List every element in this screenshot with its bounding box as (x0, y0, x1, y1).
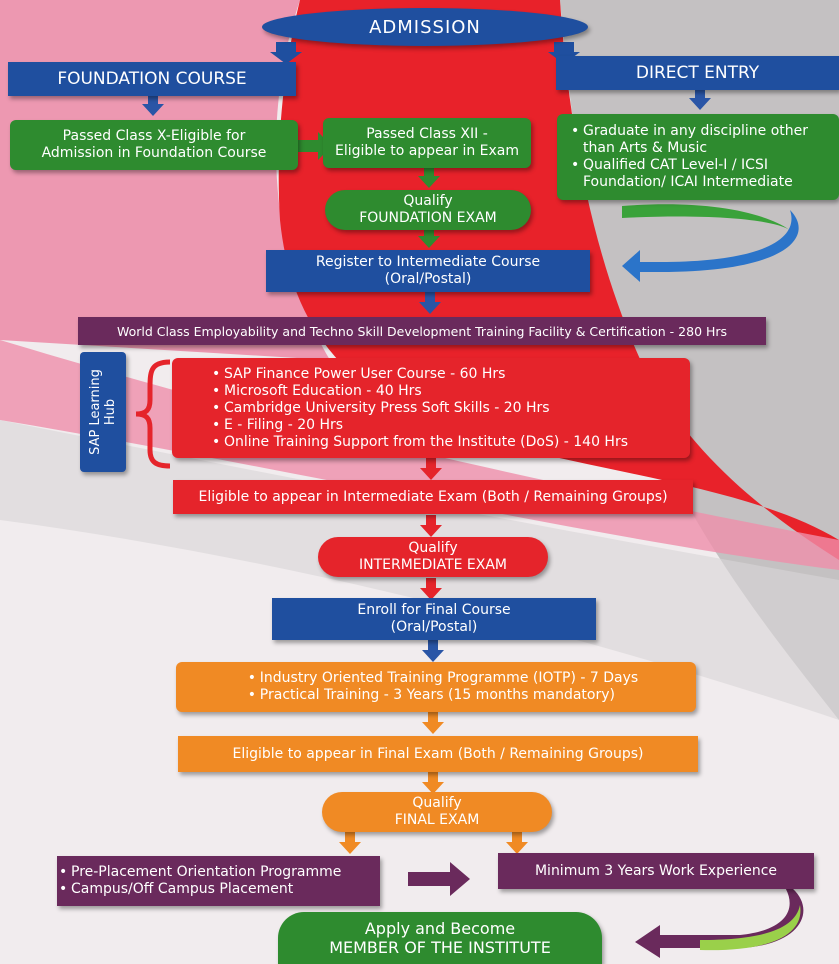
direct-entry-criteria-box: Graduate in any discipline other than Ar… (557, 114, 839, 200)
register-intermediate-box: Register to Intermediate Course (Oral/Po… (266, 250, 590, 292)
foundation-course-label: FOUNDATION COURSE (57, 68, 247, 89)
eligible-intermediate-box: Eligible to appear in Intermediate Exam … (173, 480, 693, 514)
qualify-foundation-line2: FOUNDATION EXAM (359, 210, 497, 226)
sap-learning-hub-box: SAP Learning Hub (80, 352, 126, 472)
admission-header: ADMISSION (262, 8, 588, 46)
connector-arrows (142, 90, 711, 662)
training-course-item: E - Filing - 20 Hrs (212, 417, 628, 434)
enroll-final-line2: (Oral/Postal) (390, 619, 478, 635)
training-courses-list: SAP Finance Power User Course - 60 Hrs M… (198, 366, 628, 451)
min-experience-box: Minimum 3 Years Work Experience (498, 853, 814, 889)
qualify-intermediate-box: Qualify INTERMEDIATE EXAM (318, 537, 548, 577)
enroll-final-box: Enroll for Final Course (Oral/Postal) (272, 598, 596, 640)
placement-item: Campus/Off Campus Placement (59, 881, 341, 898)
admission-label: ADMISSION (369, 16, 481, 38)
direct-entry-criteria-list: Graduate in any discipline other than Ar… (557, 123, 839, 191)
direct-entry-box: DIRECT ENTRY (556, 56, 839, 90)
final-training-item: Industry Oriented Training Programme (IO… (248, 670, 638, 687)
min-experience-label: Minimum 3 Years Work Experience (534, 862, 778, 879)
final-training-item: Practical Training - 3 Years (15 months … (248, 687, 638, 704)
final-training-list: Industry Oriented Training Programme (IO… (234, 670, 638, 704)
eligible-intermediate-label: Eligible to appear in Intermediate Exam … (198, 488, 668, 505)
training-course-item: Microsoft Education - 40 Hrs (212, 383, 628, 400)
register-intermediate-line1: Register to Intermediate Course (315, 254, 541, 270)
enroll-final-line1: Enroll for Final Course (357, 602, 511, 618)
foundation-course-box: FOUNDATION COURSE (8, 62, 296, 96)
passed-class-xii-box: Passed Class XII - Eligible to appear in… (323, 118, 531, 168)
qualify-final-line2: FINAL EXAM (394, 812, 480, 828)
placement-item: Pre-Placement Orientation Programme (59, 864, 341, 881)
eligible-final-box: Eligible to appear in Final Exam (Both /… (178, 736, 698, 772)
apply-member-line2: MEMBER OF THE INSTITUTE (329, 938, 551, 957)
direct-entry-criteria-item: Qualified CAT Level-I / ICSI Foundation/… (571, 157, 839, 191)
qualify-intermediate-line2: INTERMEDIATE EXAM (359, 557, 507, 573)
apply-member-box: Apply and Become MEMBER OF THE INSTITUTE (278, 912, 602, 964)
qualify-foundation-box: Qualify FOUNDATION EXAM (325, 190, 531, 230)
sap-learning-hub-label: SAP Learning Hub (88, 369, 118, 455)
world-class-training-box: World Class Employability and Techno Ski… (78, 317, 766, 345)
passed-x-line1: Passed Class X-Eligible for (62, 128, 246, 144)
qualify-final-box: Qualify FINAL EXAM (322, 792, 552, 832)
training-course-item: Online Training Support from the Institu… (212, 434, 628, 451)
training-course-item: SAP Finance Power User Course - 60 Hrs (212, 366, 628, 383)
qualify-intermediate-line1: Qualify (408, 540, 458, 556)
training-courses-box: SAP Finance Power User Course - 60 Hrs M… (172, 358, 690, 458)
world-class-label: World Class Employability and Techno Ski… (116, 323, 728, 339)
apply-member-line1: Apply and Become (364, 919, 516, 938)
direct-entry-label: DIRECT ENTRY (635, 62, 760, 83)
qualify-final-line1: Qualify (412, 795, 462, 811)
training-course-item: Cambridge University Press Soft Skills -… (212, 400, 628, 417)
passed-xii-line2: Eligible to appear in Exam (334, 143, 520, 159)
passed-class-x-box: Passed Class X-Eligible for Admission in… (10, 120, 298, 170)
qualify-foundation-line1: Qualify (403, 193, 453, 209)
register-intermediate-line2: (Oral/Postal) (384, 271, 472, 287)
direct-entry-criteria-item: Graduate in any discipline other than Ar… (571, 123, 839, 157)
placement-box: Pre-Placement Orientation Programme Camp… (57, 856, 380, 906)
passed-xii-line1: Passed Class XII - (366, 126, 488, 142)
passed-x-line2: Admission in Foundation Course (41, 145, 267, 161)
placement-list: Pre-Placement Orientation Programme Camp… (57, 864, 341, 898)
final-training-box: Industry Oriented Training Programme (IO… (176, 662, 696, 712)
eligible-final-label: Eligible to appear in Final Exam (Both /… (232, 745, 644, 762)
